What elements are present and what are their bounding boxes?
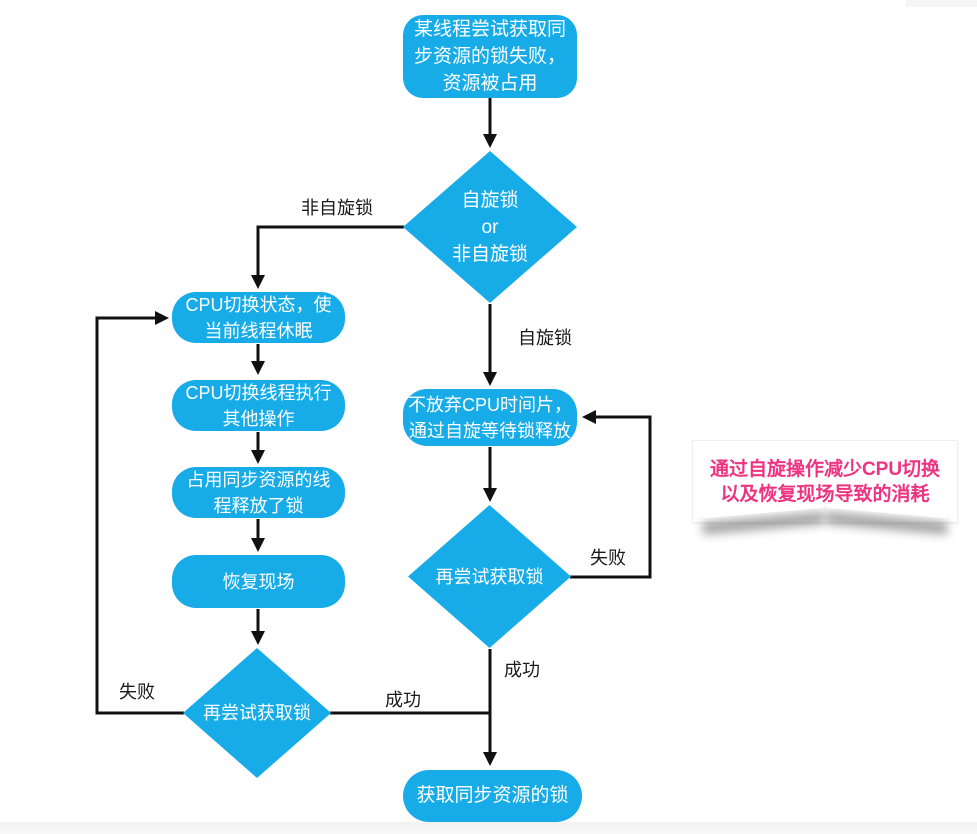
- edge-label-spin: 自旋锁: [518, 328, 572, 348]
- node-spin-wait-line2: 通过自旋等待锁释放: [409, 420, 571, 441]
- node-lock-fail-line2: 步资源的锁失败，: [413, 46, 566, 67]
- note-line2: 以及恢复现场导致的消耗: [720, 483, 930, 505]
- node-release-lock-line1: 占用同步资源的线: [186, 469, 331, 490]
- edge-nonspin-branch: [251, 225, 404, 289]
- note-card: 通过自旋操作减少CPU切换 以及恢复现场导致的消耗: [692, 440, 958, 523]
- node-restore-context-label: 恢复现场: [222, 571, 295, 592]
- edge-label-fail-right: 失败: [590, 548, 626, 568]
- node-lock-fail: 某线程尝试获取同 步资源的锁失败， 资源被占用: [403, 15, 577, 98]
- decision-spin-line3: 非自旋锁: [451, 243, 528, 265]
- edge-right-fail-loop: [570, 410, 652, 579]
- node-release-lock: 占用同步资源的线 程释放了锁: [172, 467, 345, 518]
- node-restore-context: 恢复现场: [172, 555, 345, 608]
- node-cpu-switch-state-line1: CPU切换状态，使: [185, 294, 332, 315]
- node-cpu-switch-thread-line2: 其他操作: [222, 408, 295, 429]
- edge-left-fail-loop: [95, 311, 184, 715]
- edge-label-nonspin: 非自旋锁: [301, 198, 373, 218]
- node-lock-fail-line3: 资源被占用: [442, 73, 538, 94]
- decision-retry-left-label: 再尝试获取锁: [203, 703, 311, 723]
- edge-label-fail-left: 失败: [119, 682, 155, 702]
- edge-label-success-left: 成功: [385, 690, 421, 710]
- node-cpu-switch-state: CPU切换状态，使 当前线程休眠: [172, 292, 345, 343]
- node-spin-wait: 不放弃CPU时间片， 通过自旋等待锁释放: [403, 389, 577, 446]
- note-line1: 通过自旋操作减少CPU切换: [709, 458, 941, 480]
- node-lock-fail-line1: 某线程尝试获取同: [413, 19, 566, 40]
- node-cpu-switch-thread: CPU切换线程执行 其他操作: [172, 380, 345, 431]
- top-right-page-edge: [906, 0, 977, 7]
- node-cpu-switch-thread-line1: CPU切换线程执行: [185, 382, 332, 403]
- node-cpu-switch-state-line2: 当前线程休眠: [204, 320, 313, 341]
- decision-spin-line1: 自旋锁: [461, 189, 519, 211]
- node-spin-wait-line1: 不放弃CPU时间片，: [407, 394, 572, 415]
- decision-spin-line2: or: [481, 216, 499, 238]
- node-acquire-lock: 获取同步资源的锁: [403, 770, 582, 822]
- edge-label-success-right: 成功: [504, 660, 540, 680]
- bottom-page-edge: [0, 822, 977, 834]
- decision-retry-right-label: 再尝试获取锁: [435, 566, 544, 587]
- node-release-lock-line2: 程释放了锁: [213, 495, 304, 516]
- node-acquire-lock-label: 获取同步资源的锁: [416, 785, 569, 806]
